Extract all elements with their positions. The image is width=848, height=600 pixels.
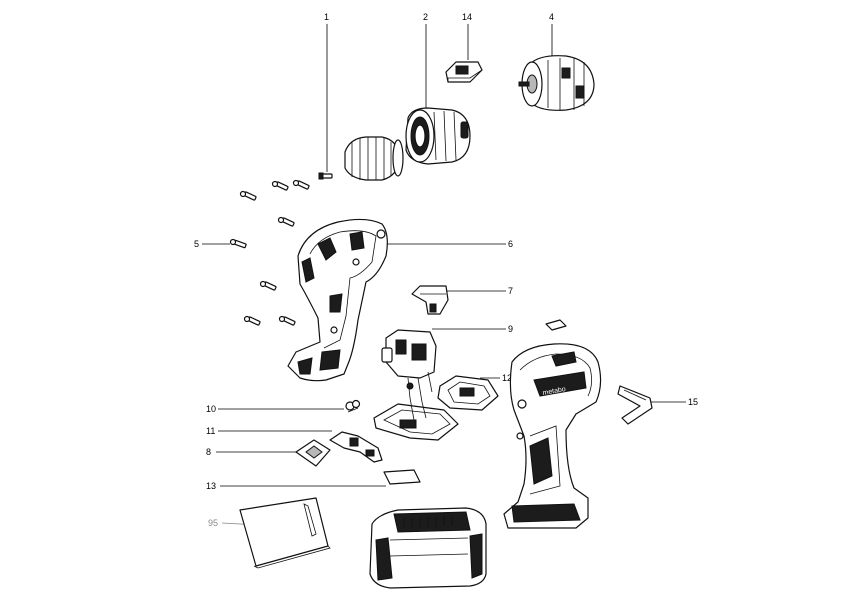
part-12-plate: 12 [437,373,512,411]
part-1-chuck: 1 [318,12,404,181]
part-15-belt-clip: 15 [617,385,698,425]
screws-group [239,179,310,326]
screw [259,280,277,291]
label-2: 2 [423,12,428,22]
label-8: 8 [206,447,211,457]
part-7-cover: 7 [411,285,513,315]
part-5-screw: 5 [194,238,247,249]
part-95-manual: 95 [208,497,331,569]
part-4-motor: 4 [518,12,595,111]
screw [271,180,289,191]
label-13: 13 [206,481,216,491]
label-5: 5 [194,239,199,249]
battery-pack [369,507,487,589]
screw [292,179,310,190]
label-1: 1 [324,12,329,22]
screw [243,315,261,326]
part-10-clip: 10 [206,399,361,414]
label-14: 14 [462,12,472,22]
part-11-lever: 11 [206,426,383,463]
label-12: 12 [502,373,512,383]
screw [278,315,296,326]
label-10: 10 [206,404,216,414]
svg-text:metabo: metabo [542,386,566,397]
part-8-contact: 8 [206,439,331,467]
label-6: 6 [508,239,513,249]
part-14-slider: 14 [445,12,483,83]
part-9-switch: 9 [373,324,513,441]
part-1-screw [318,172,333,180]
part-6-housing-half: 6 [287,218,513,382]
label-11: 11 [206,426,215,436]
label-15: 15 [688,397,698,407]
main-housing: metabo [503,343,602,529]
label-95: 95 [208,518,218,528]
screw [277,216,295,227]
screw [239,190,257,201]
label-9: 9 [508,324,513,334]
label-4: 4 [549,12,554,22]
part-2-gearbox: 2 [405,12,471,165]
label-7: 7 [508,286,513,296]
part-13-label-plate: 13 [206,469,421,491]
small-pad [545,319,567,331]
